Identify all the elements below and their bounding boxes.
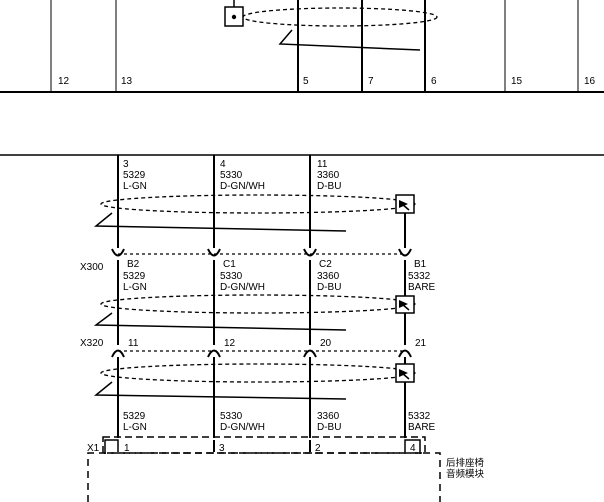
pin-bracket [104, 439, 119, 454]
drain-arrow-stem [401, 303, 410, 311]
wire-color: D-GN/WH [220, 282, 265, 293]
wire-color: L-GN [123, 282, 147, 293]
top-circuit-labels: 3 5329 L-GN 4 5330 D-GN/WH 11 3360 D-BU [123, 159, 341, 192]
twisted-shield-2 [93, 294, 416, 331]
pin-bracket [404, 439, 421, 454]
component-outline [87, 452, 441, 502]
wire-color: D-BU [317, 422, 341, 433]
top-pin-7: 7 [368, 76, 374, 87]
pin-label: B2 [127, 259, 140, 270]
terminal-female [207, 248, 221, 257]
drain-arrow-icon [399, 300, 408, 308]
circuit-number: 5330 [220, 170, 243, 181]
pin-label: 1 [124, 443, 130, 454]
pin-label: C2 [319, 259, 332, 270]
wire-color: BARE [408, 422, 436, 433]
twisted-shield-3 [93, 363, 416, 400]
top-twist-line [278, 29, 421, 51]
circuit-number: 5330 [220, 411, 243, 422]
drain-arrow-stem [401, 203, 410, 211]
top-pin-6: 6 [431, 76, 437, 87]
wire-color: BARE [408, 282, 436, 293]
lower-wire-labels: 5329 L-GN 5330 D-GN/WH 3360 D-BU 5332 BA… [123, 411, 436, 433]
drain-arrow-stem [401, 372, 410, 380]
circuit-number: 5332 [408, 411, 431, 422]
top-pin-12: 12 [58, 76, 70, 87]
twist-line [93, 381, 347, 400]
cavity-label: 3 [123, 159, 129, 170]
twisted-shield-1 [93, 194, 416, 232]
connector-name-x1: X1 [87, 443, 100, 454]
x320-labels: X320 11 12 20 21 [80, 338, 427, 349]
terminal-female [111, 248, 125, 257]
cavity-label: 4 [220, 159, 226, 170]
circuit-number: 5329 [123, 271, 146, 282]
connector-x300 [111, 248, 412, 257]
terminal-male [303, 349, 317, 358]
wire-color: D-GN/WH [220, 181, 265, 192]
twist-line [93, 312, 347, 331]
module-x1-labels: X1 1 3 2 4 后排座椅 音频模块 [87, 443, 485, 480]
connector-name-x300: X300 [80, 262, 104, 273]
top-pin-labels: 12 13 5 7 6 15 16 [58, 76, 596, 87]
pin-label: 2 [315, 443, 321, 454]
circuit-number: 5329 [123, 411, 146, 422]
pin-label: 12 [224, 338, 236, 349]
wire-color: D-BU [317, 282, 341, 293]
x300-labels: X300 B2 5329 L-GN C1 5330 D-GN/WH C2 336… [80, 259, 436, 293]
connector-name-x320: X320 [80, 338, 104, 349]
module-x1 [87, 436, 441, 502]
circuit-number: 5330 [220, 271, 243, 282]
terminal-female [398, 248, 412, 257]
top-drain-dot [231, 14, 237, 20]
terminal-male [111, 349, 125, 358]
pin-label: 21 [415, 338, 427, 349]
top-pin-5: 5 [303, 76, 309, 87]
terminal-female [303, 248, 317, 257]
top-twisted-shield-ellipse [242, 7, 438, 27]
wires [117, 155, 406, 438]
pin-label: B1 [414, 259, 427, 270]
top-pin-16: 16 [584, 76, 596, 87]
shield-ellipse [100, 294, 416, 314]
pin-label: 20 [320, 338, 332, 349]
module-name-line1: 后排座椅 [446, 457, 485, 469]
wire-color: L-GN [123, 181, 147, 192]
pin-label: 11 [128, 338, 139, 349]
terminal-male [398, 349, 412, 358]
shield-ellipse [100, 194, 416, 214]
top-pin-13: 13 [121, 76, 133, 87]
wire-color: D-BU [317, 181, 341, 192]
module-connector-x1 [102, 436, 426, 454]
wire-color: L-GN [123, 422, 147, 433]
shield-ellipse [100, 363, 416, 383]
twist-line [93, 212, 347, 232]
top-partial-section [0, 0, 604, 93]
connector-x320 [111, 349, 412, 358]
terminal-male [207, 349, 221, 358]
circuit-number: 3360 [317, 271, 340, 282]
cavity-label: 11 [317, 159, 328, 170]
pin-label: 4 [410, 443, 416, 454]
pin-label: C1 [223, 259, 236, 270]
circuit-number: 3360 [317, 170, 340, 181]
pin-label: 3 [219, 443, 225, 454]
wire-color: D-GN/WH [220, 422, 265, 433]
module-name-line2: 音频模块 [446, 468, 485, 480]
top-pin-15: 15 [511, 76, 523, 87]
drain-arrow-icon [399, 369, 408, 377]
circuit-number: 3360 [317, 411, 340, 422]
drain-arrow-icon [399, 200, 408, 208]
circuit-number: 5332 [408, 271, 431, 282]
circuit-number: 5329 [123, 170, 146, 181]
